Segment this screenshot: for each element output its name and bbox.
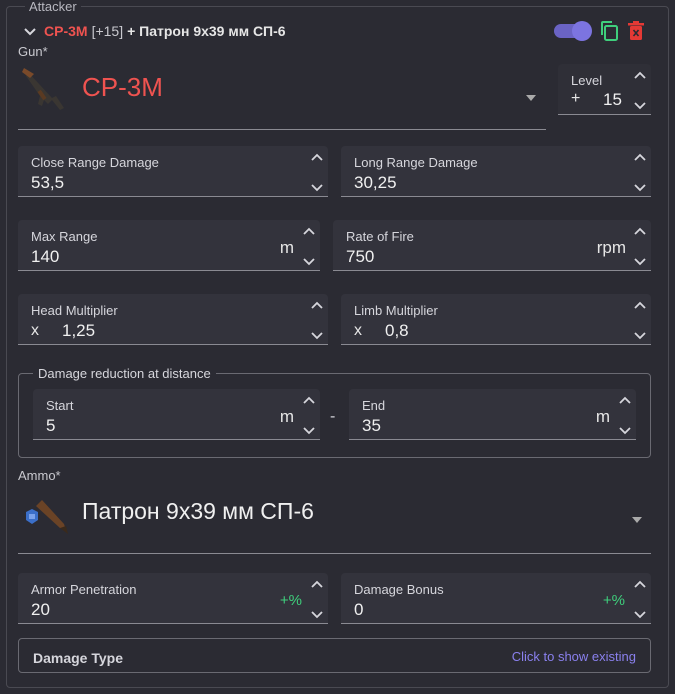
head-multiplier-prefix: x (31, 322, 39, 339)
attacker-panel: Attacker (6, 0, 669, 688)
level-prefix: + (571, 90, 581, 107)
armor-penetration-value[interactable]: 20 (31, 600, 50, 619)
close-range-damage-value[interactable]: 53,5 (31, 173, 65, 192)
armor-penetration-unit: +% (279, 592, 302, 609)
damage-type-label: Damage Type (33, 650, 123, 666)
range-end-value[interactable]: 35 (362, 416, 381, 435)
head-multiplier-label: Head Multiplier (31, 303, 118, 318)
header-gun-name: СР-3М (44, 23, 88, 39)
armor-penetration-stepper[interactable] (311, 579, 323, 621)
damage-bonus-stepper[interactable] (634, 579, 646, 621)
damage-bonus-value[interactable]: 0 (354, 600, 364, 619)
rate-of-fire-value[interactable]: 750 (346, 247, 375, 266)
copy-icon[interactable] (599, 20, 619, 42)
damage-reduction-group: Damage reduction at distance (18, 366, 651, 458)
level-field[interactable]: Level + 15 (558, 64, 651, 115)
show-existing-link[interactable]: Click to show existing (511, 649, 636, 664)
damage-reduction-legend: Damage reduction at distance (33, 366, 216, 381)
limb-multiplier-value[interactable]: 0,8 (385, 321, 409, 340)
range-end-unit: m (595, 407, 610, 426)
rifle-icon (22, 68, 64, 110)
head-multiplier-value[interactable]: 1,25 (62, 321, 96, 340)
range-start-field[interactable]: Start 5 m (33, 389, 320, 440)
damage-bonus-unit: +% (602, 592, 625, 609)
toggle-switch[interactable] (554, 21, 592, 41)
max-range-unit: m (279, 238, 294, 257)
limb-multiplier-stepper[interactable] (634, 300, 646, 342)
range-start-stepper[interactable] (303, 395, 315, 437)
cartridge-icon (26, 500, 68, 534)
attacker-header[interactable]: СР-3М [+15] + Патрон 9x39 мм СП-6 (22, 22, 286, 40)
dropdown-arrow-icon[interactable] (526, 95, 536, 101)
head-multiplier-field[interactable]: Head Multiplier x 1,25 (18, 294, 328, 345)
limb-multiplier-label: Limb Multiplier (354, 303, 438, 318)
limb-multiplier-field[interactable]: Limb Multiplier x 0,8 (341, 294, 651, 345)
range-end-label: End (362, 398, 386, 413)
range-start-unit: m (279, 407, 294, 426)
ammo-select[interactable]: Патрон 9x39 мм СП-6 (18, 486, 651, 554)
chevron-down-icon[interactable] (22, 23, 38, 39)
level-stepper[interactable] (634, 70, 646, 112)
gun-select[interactable]: СР-3М (18, 58, 546, 130)
close-range-damage-stepper[interactable] (311, 152, 323, 194)
header-level: [+15] (91, 23, 124, 39)
max-range-stepper[interactable] (303, 226, 315, 268)
damage-type-box[interactable]: Damage Type Click to show existing (18, 638, 651, 673)
damage-bonus-field[interactable]: Damage Bonus 0 +% (341, 573, 651, 624)
long-range-damage-stepper[interactable] (634, 152, 646, 194)
ammo-label: Ammo* (18, 468, 61, 483)
armor-penetration-field[interactable]: Armor Penetration 20 +% (18, 573, 328, 624)
toggle-knob (572, 21, 592, 41)
dropdown-arrow-icon[interactable] (632, 517, 642, 523)
range-end-field[interactable]: End 35 m (349, 389, 636, 440)
armor-penetration-label: Armor Penetration (31, 582, 137, 597)
close-range-damage-label: Close Range Damage (31, 155, 159, 170)
head-multiplier-stepper[interactable] (311, 300, 323, 342)
max-range-field[interactable]: Max Range 140 m (18, 220, 320, 271)
gun-label: Gun* (18, 44, 48, 59)
rate-of-fire-unit: rpm (596, 238, 626, 257)
gun-name: СР-3М (82, 72, 163, 102)
max-range-label: Max Range (31, 229, 98, 244)
range-start-value[interactable]: 5 (46, 416, 56, 435)
range-separator: - (330, 408, 336, 425)
close-range-damage-field[interactable]: Close Range Damage 53,5 (18, 146, 328, 197)
rate-of-fire-stepper[interactable] (634, 226, 646, 268)
header-ammo-summary: + Патрон 9x39 мм СП-6 (127, 23, 286, 39)
damage-bonus-label: Damage Bonus (354, 582, 444, 597)
limb-multiplier-prefix: x (354, 322, 362, 339)
long-range-damage-value[interactable]: 30,25 (354, 173, 397, 192)
rate-of-fire-label: Rate of Fire (346, 229, 414, 244)
long-range-damage-label: Long Range Damage (354, 155, 478, 170)
max-range-value[interactable]: 140 (31, 247, 60, 266)
range-start-label: Start (46, 398, 74, 413)
rate-of-fire-field[interactable]: Rate of Fire 750 rpm (333, 220, 651, 271)
level-value[interactable]: 15 (603, 90, 622, 109)
ammo-name: Патрон 9x39 мм СП-6 (82, 498, 314, 524)
level-label: Level (571, 73, 603, 88)
range-end-stepper[interactable] (619, 395, 631, 437)
long-range-damage-field[interactable]: Long Range Damage 30,25 (341, 146, 651, 197)
trash-icon[interactable] (627, 21, 645, 41)
attacker-legend: Attacker (25, 0, 81, 13)
